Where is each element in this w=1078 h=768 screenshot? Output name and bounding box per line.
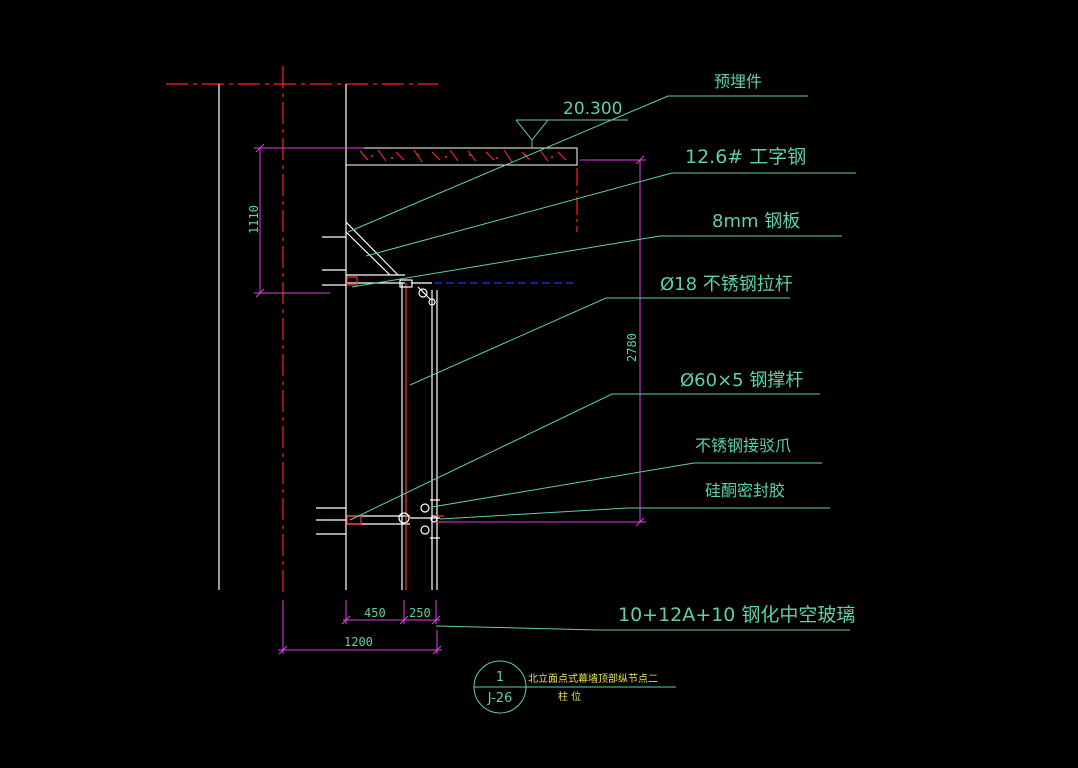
label-sealant: 硅酮密封胶 [705,481,785,500]
dim-text-250: 250 [409,606,431,620]
label-brace: Ø60×5 钢撑杆 [680,370,803,391]
label-steel-plate: 8mm 钢板 [712,211,800,232]
label-level-mark: 20.300 [563,99,622,119]
detail-title: 北立面点式幕墙顶部纵节点二 [528,672,658,685]
column-outline [218,84,347,590]
leader-lines [347,95,856,631]
label-claw: 不锈钢接驳爪 [695,436,791,455]
labels: 预埋件 20.300 12.6# 工字钢 8mm 钢板 Ø18 不锈钢拉杆 Ø6… [563,72,855,626]
glass-assembly [398,279,444,590]
detail-subtitle: 柱 位 [558,690,581,703]
axis-lines [166,66,578,592]
detail-number: 1 [496,670,504,685]
dim-text-1110: 1110 [247,205,261,234]
label-tie-rod: Ø18 不锈钢拉杆 [660,274,793,295]
level-mark [515,119,628,148]
label-glass: 10+12A+10 钢化中空玻璃 [618,604,855,626]
roof-slab [345,147,578,166]
label-i-beam: 12.6# 工字钢 [685,146,806,168]
dim-text-2780: 2780 [625,333,639,362]
dimension-texts: 1110 2780 450 250 1200 [247,205,639,649]
dimension-lines [254,143,646,655]
dim-text-450: 450 [364,606,386,620]
dim-text-1200: 1200 [344,635,373,649]
sheet-number: J-26 [487,691,513,706]
title-block: 1 J-26 北立面点式幕墙顶部纵节点二 柱 位 [473,660,676,714]
label-embedded-part: 预埋件 [714,72,762,91]
